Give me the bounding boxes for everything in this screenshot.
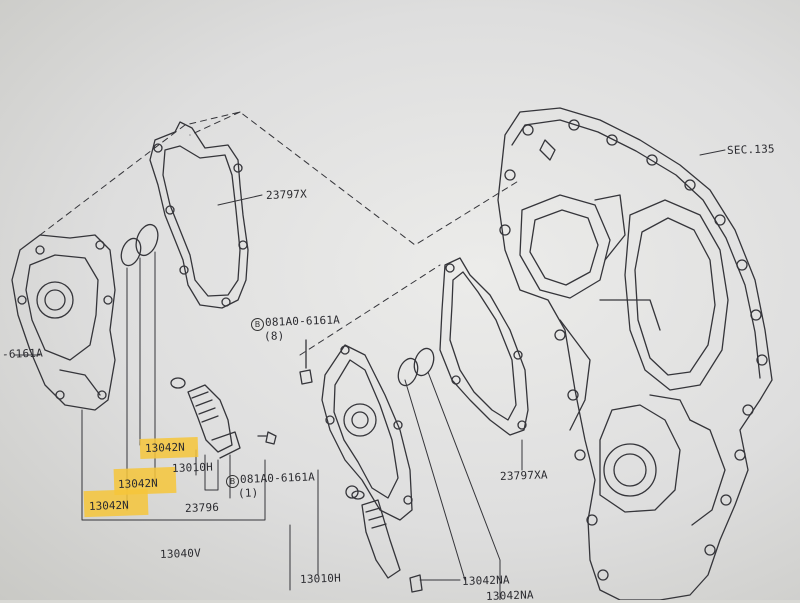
dashed-guide-lines <box>39 111 521 356</box>
o-rings-center <box>397 347 435 387</box>
gasket-23797x <box>149 121 249 309</box>
label-13042na-1: 13042NA <box>461 573 510 588</box>
label-bolt-b-qty: (1) <box>237 486 259 500</box>
center-pump-housing <box>321 344 413 521</box>
bolt-marker-b-lower: B <box>226 475 239 488</box>
label-13040v: 13040V <box>159 546 202 561</box>
o-rings-upper-left <box>120 223 159 267</box>
label-bolt-a-code: 081A0-6161A <box>264 313 341 329</box>
bolt-marker-b-upper: B <box>251 318 264 331</box>
label-13042n-2: 13042N <box>117 476 158 491</box>
label-13010h-top: 13010H <box>171 460 214 475</box>
solenoid-upper <box>170 377 241 459</box>
label-13042n-1: 13042N <box>144 440 185 455</box>
label-bolt-b-code: 081A0-6161A <box>239 470 316 486</box>
label-13010h-bottom: 13010H <box>299 571 342 586</box>
gasket-23797xa <box>439 257 529 436</box>
leader-lines <box>14 149 726 600</box>
bolts <box>257 339 423 593</box>
label-sec135: SEC.135 <box>726 142 775 157</box>
label-23797xa: 23797XA <box>499 468 548 483</box>
front-timing-cover <box>497 107 773 600</box>
solenoid-lower <box>351 490 401 579</box>
label-23797x: 23797X <box>265 187 308 202</box>
label-13042n-3: 13042N <box>88 498 129 513</box>
label-23796: 23796 <box>184 500 220 515</box>
left-pump-housing <box>11 234 116 411</box>
label-bolt-left: -6161A <box>1 346 44 361</box>
label-13042na-2: 13042NA <box>485 588 534 603</box>
label-bolt-a-qty: (8) <box>263 329 285 343</box>
